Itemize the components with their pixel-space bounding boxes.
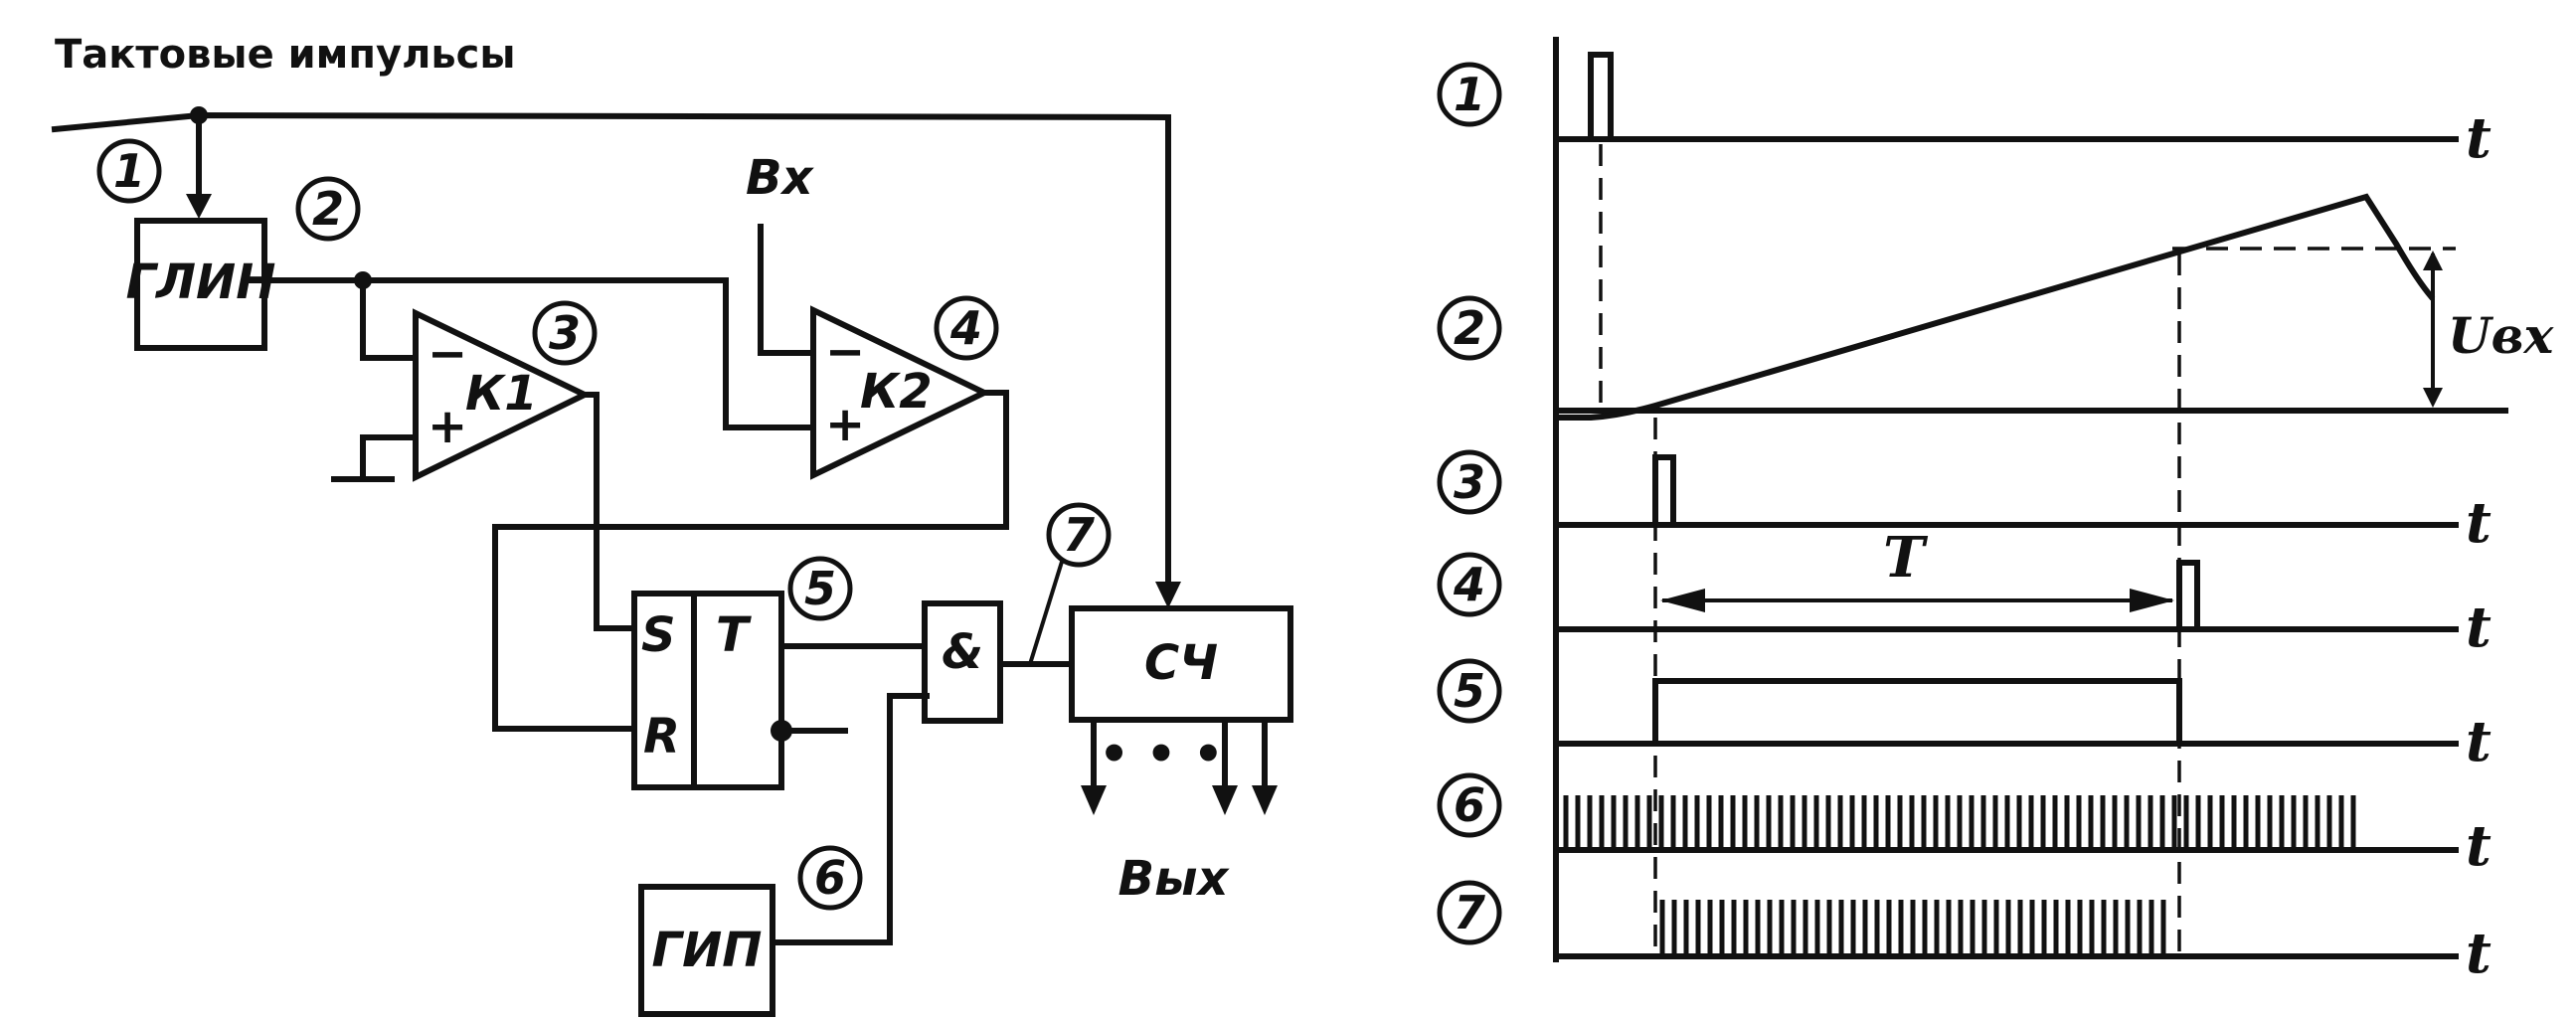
svg-text:5: 5	[1454, 664, 1485, 718]
node-2-marker: 2	[295, 176, 361, 242]
timing-row-7-marker: 7	[1437, 880, 1502, 945]
node-7-marker: 7	[1046, 502, 1112, 568]
and-gate	[922, 600, 1003, 724]
trigger-s-label: S	[641, 607, 676, 663]
trigger-t-label: T	[716, 607, 752, 663]
svg-text:1: 1	[113, 144, 145, 198]
output-arrow-1	[1081, 785, 1107, 815]
k2-plus: +	[825, 397, 865, 452]
k1-comparator	[413, 308, 592, 482]
node-6-marker: 6	[797, 845, 863, 911]
timing-row-6-marker: 6	[1437, 772, 1502, 838]
waveform-1-clock	[1588, 52, 1614, 142]
trigger-inverted-output	[771, 720, 792, 742]
amplitude-arrow-top	[2423, 251, 2443, 270]
waveform-3-k1	[1652, 454, 1676, 528]
svg-text:2: 2	[312, 182, 344, 236]
diagram-title: Тактовые импульсы	[55, 32, 516, 78]
and-gate-label: &	[942, 624, 983, 680]
timing-row-2-marker: 2	[1437, 295, 1502, 361]
axis-t-5: t	[2466, 709, 2491, 774]
k2-output-line	[492, 390, 1009, 732]
waveform-7-gated-pulses	[1659, 900, 2166, 956]
svg-text:6: 6	[814, 851, 846, 905]
input-label: Вх	[746, 150, 815, 206]
k1-minus: −	[428, 326, 467, 382]
ramp-to-k2	[360, 277, 818, 430]
svg-text:3: 3	[1454, 455, 1485, 509]
timing-row-5-marker: 5	[1437, 658, 1502, 724]
node-1-marker: 1	[96, 138, 162, 204]
node-5-marker: 5	[787, 556, 853, 621]
axis-t-7: t	[2466, 921, 2491, 986]
trigger-r-label: R	[643, 709, 680, 765]
k1-output-line	[582, 392, 639, 631]
gip-block	[638, 884, 775, 1017]
svg-text:6: 6	[1454, 778, 1485, 832]
period-arrow-right	[2130, 589, 2174, 612]
node-4-marker: 4	[934, 295, 999, 361]
output-arrow-2	[1212, 785, 1238, 815]
output-ellipsis: • • •	[1099, 727, 1223, 782]
waveform-6-gip-pulses	[1563, 795, 2356, 850]
output-arrow-3	[1252, 785, 1278, 815]
rs-trigger	[631, 591, 784, 790]
waveform-2-ramp	[1556, 193, 2436, 421]
svg-text:3: 3	[549, 306, 581, 360]
gip-label: ГИП	[652, 923, 763, 978]
k1-label: К1	[465, 366, 538, 422]
period-arrow-left	[1660, 589, 1705, 612]
svg-text:1: 1	[1454, 68, 1485, 121]
axis-t-6: t	[2466, 813, 2491, 879]
glin-block	[134, 218, 267, 351]
axis-t-1: t	[2466, 105, 2491, 171]
node-3-marker: 3	[532, 300, 598, 366]
clock-line	[51, 111, 1171, 599]
k2-minus: −	[825, 324, 865, 380]
period-label: T	[1883, 525, 1929, 591]
waveform-4-k2	[2176, 560, 2200, 632]
counter-block	[1069, 605, 1293, 723]
amplitude-arrow-bottom	[2423, 388, 2443, 408]
output-label: Вых	[1118, 851, 1231, 907]
k2-comparator	[810, 305, 991, 480]
svg-text:2: 2	[1454, 301, 1485, 355]
svg-text:4: 4	[949, 301, 982, 355]
input-line	[758, 224, 818, 356]
amplitude-label: Uвх	[2448, 306, 2554, 365]
clock-to-counter-arrow	[1155, 582, 1181, 608]
waveform-5-gate	[1652, 678, 2182, 747]
timing-row-3-marker: 3	[1437, 449, 1502, 515]
k1-ground	[360, 434, 419, 480]
axis-t-3: t	[2466, 490, 2491, 556]
node-7-leader	[1028, 561, 1064, 665]
k2-label: К2	[860, 364, 933, 420]
timing-row-1-marker: 1	[1437, 62, 1502, 127]
svg-text:5: 5	[804, 562, 836, 615]
svg-text:7: 7	[1063, 508, 1095, 562]
gip-to-and-line	[770, 693, 930, 945]
timing-row-4-marker: 4	[1437, 552, 1502, 617]
glin-label: ГЛИН	[126, 255, 276, 310]
svg-text:4: 4	[1453, 558, 1485, 611]
clock-to-glin-arrow	[186, 194, 212, 219]
counter-label: СЧ	[1144, 635, 1218, 691]
axis-t-4: t	[2466, 595, 2491, 660]
k1-plus: +	[428, 399, 467, 454]
ramp-output-line	[261, 277, 421, 361]
svg-text:7: 7	[1454, 886, 1485, 939]
